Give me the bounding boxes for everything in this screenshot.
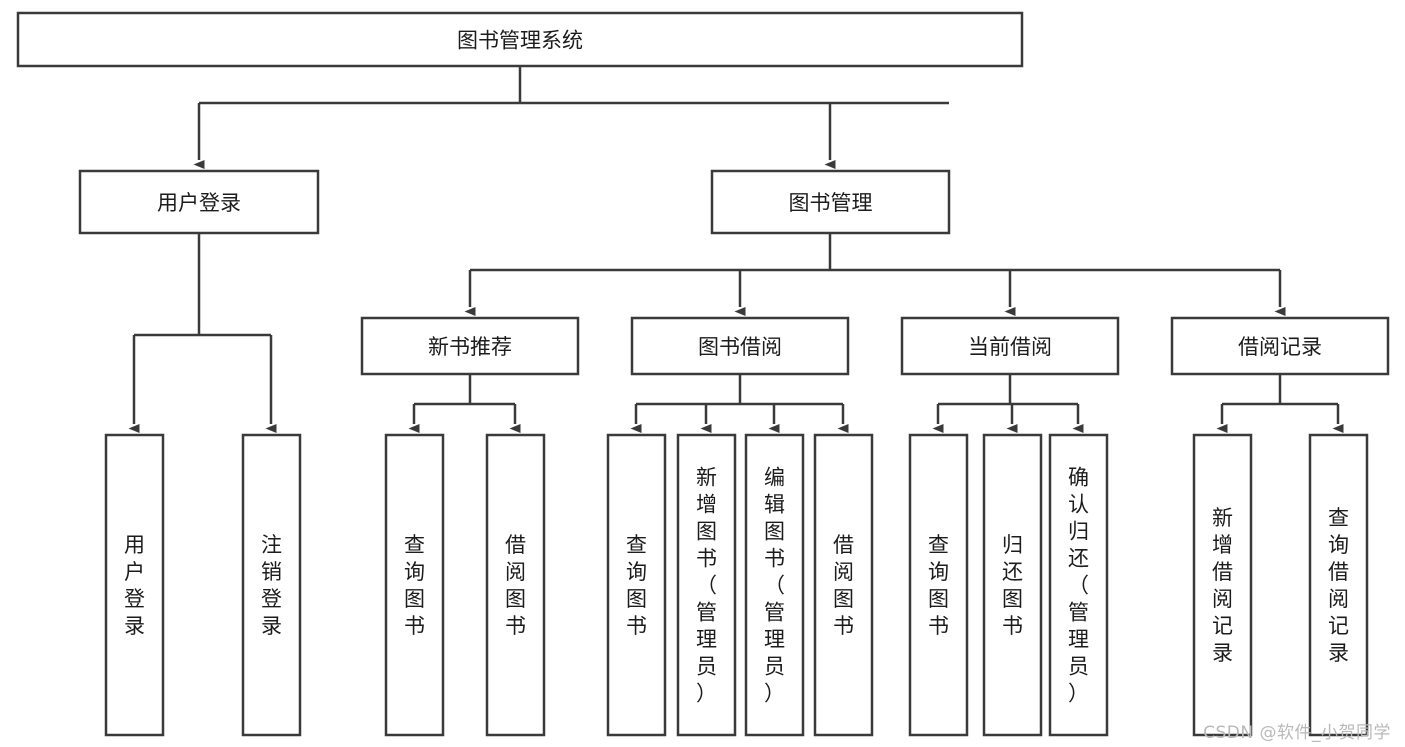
node-f-bb-add[interactable]: 新增图书（管理员） (676, 433, 737, 737)
node-l3-history[interactable]: 借阅记录 (1170, 316, 1390, 376)
node-label: 借阅记录 (1238, 335, 1322, 359)
node-box[interactable] (1192, 433, 1253, 737)
node-l2-user[interactable]: 用户登录 (78, 169, 320, 235)
node-label: 图书管理系统 (457, 29, 583, 53)
node-layer: 图书管理系统用户登录图书管理新书推荐图书借阅当前借阅借阅记录用户登录注销登录查询… (16, 11, 1390, 737)
node-label: 查询图书 (928, 533, 949, 638)
node-label: 借阅图书 (833, 533, 854, 638)
node-box[interactable] (606, 433, 667, 737)
node-label: 用户登录 (124, 533, 145, 638)
node-f-logout[interactable]: 注销登录 (241, 433, 302, 737)
node-label: 借阅图书 (505, 533, 526, 638)
node-box[interactable] (16, 11, 1024, 68)
node-f-cb-conf[interactable]: 确认归还（管理员） (1048, 433, 1109, 737)
node-box[interactable] (1048, 433, 1109, 737)
node-f-bb-query[interactable]: 查询图书 (606, 433, 667, 737)
node-box[interactable] (241, 433, 302, 737)
node-l3-borrow[interactable]: 图书借阅 (630, 316, 850, 376)
node-label: 新增借阅记录 (1212, 506, 1233, 665)
node-l2-book[interactable]: 图书管理 (710, 169, 951, 235)
node-label: 归还图书 (1002, 533, 1023, 638)
node-f-bb-edit[interactable]: 编辑图书（管理员） (744, 433, 805, 737)
node-f-userlogin[interactable]: 用户登录 (104, 433, 165, 737)
node-box[interactable] (676, 433, 737, 737)
node-f-nr-query[interactable]: 查询图书 (384, 433, 445, 737)
node-l3-current[interactable]: 当前借阅 (900, 316, 1120, 376)
node-box[interactable] (485, 433, 546, 737)
csdn-watermark: CSDN @软件_小贺同学 (1203, 723, 1391, 743)
node-label: 确认归还（管理员） (1068, 466, 1089, 706)
node-box[interactable] (630, 316, 850, 376)
node-box[interactable] (1308, 433, 1369, 737)
node-f-hi-query[interactable]: 查询借阅记录 (1308, 433, 1369, 737)
node-label: 查询图书 (626, 533, 647, 638)
node-box[interactable] (744, 433, 805, 737)
node-label: 新书推荐 (428, 335, 512, 359)
node-box[interactable] (813, 433, 874, 737)
node-label: 用户登录 (157, 191, 241, 215)
node-f-cb-query[interactable]: 查询图书 (908, 433, 969, 737)
node-label: 新增图书（管理员） (696, 466, 717, 706)
node-l3-newrec[interactable]: 新书推荐 (360, 316, 580, 376)
node-label: 编辑图书（管理员） (764, 466, 785, 706)
node-f-nr-borrow[interactable]: 借阅图书 (485, 433, 546, 737)
node-f-bb-lend[interactable]: 借阅图书 (813, 433, 874, 737)
node-label: 图书借阅 (698, 335, 782, 359)
node-label: 查询图书 (404, 533, 425, 638)
node-box[interactable] (1170, 316, 1390, 376)
node-box[interactable] (360, 316, 580, 376)
node-label: 图书管理 (789, 191, 873, 215)
node-box[interactable] (900, 316, 1120, 376)
node-box[interactable] (908, 433, 969, 737)
node-box[interactable] (104, 433, 165, 737)
node-root[interactable]: 图书管理系统 (16, 11, 1024, 68)
connector-layer (128, 66, 1344, 433)
node-f-cb-return[interactable]: 归还图书 (982, 433, 1043, 737)
node-box[interactable] (982, 433, 1043, 737)
node-label: 注销登录 (261, 533, 282, 638)
node-label: 查询借阅记录 (1328, 506, 1349, 665)
node-box[interactable] (78, 169, 320, 235)
node-box[interactable] (384, 433, 445, 737)
node-f-hi-add[interactable]: 新增借阅记录 (1192, 433, 1253, 737)
node-label: 当前借阅 (968, 335, 1052, 359)
node-box[interactable] (710, 169, 951, 235)
